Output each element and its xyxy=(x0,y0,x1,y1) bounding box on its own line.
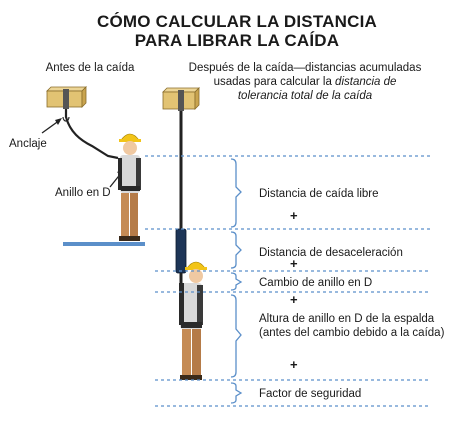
label-deceleration: Distancia de desaceleración xyxy=(259,247,403,259)
label-dring-height-2: (antes del cambio debido a la caída) xyxy=(259,327,445,339)
after-caption-line-2: usadas para calcular la xyxy=(213,76,336,88)
left-lanyard xyxy=(64,109,119,160)
label-safety-factor: Factor de seguridad xyxy=(259,388,362,400)
left-worker xyxy=(118,133,141,241)
plus-2: + xyxy=(290,256,298,271)
after-caption-line-3: tolerancia total de la caída xyxy=(237,90,373,102)
label-free-fall: Distancia de caída libre xyxy=(259,188,379,200)
title-line-2: PARA LIBRAR LA CAÍDA xyxy=(134,31,340,50)
plus-4: + xyxy=(290,357,298,372)
reference-lines xyxy=(145,155,430,407)
right-anchor-beam xyxy=(162,87,200,111)
label-dring-shift: Cambio de anillo en D xyxy=(259,277,373,289)
label-dring-height-1: Altura de anillo en D de la espalda xyxy=(259,313,435,325)
energy-absorber xyxy=(175,228,187,274)
anchor-label: Anclaje xyxy=(9,138,47,150)
plus-3: + xyxy=(290,292,298,307)
title-line-1: CÓMO CALCULAR LA DISTANCIA xyxy=(96,12,377,31)
after-caption-line-2-italic: distancia de xyxy=(335,76,397,88)
after-caption: Después de la caída—distancias acumulada… xyxy=(180,61,430,103)
plus-1: + xyxy=(290,208,298,223)
right-lanyard xyxy=(179,111,183,231)
left-anchor-beam xyxy=(46,86,87,109)
dring-label: Anillo en D xyxy=(55,187,111,199)
segment-braces xyxy=(230,158,243,404)
left-floor xyxy=(63,242,145,246)
after-caption-line-1: Después de la caída—distancias acumulada… xyxy=(188,62,422,74)
right-worker xyxy=(179,261,207,380)
before-caption: Antes de la caída xyxy=(45,62,135,74)
